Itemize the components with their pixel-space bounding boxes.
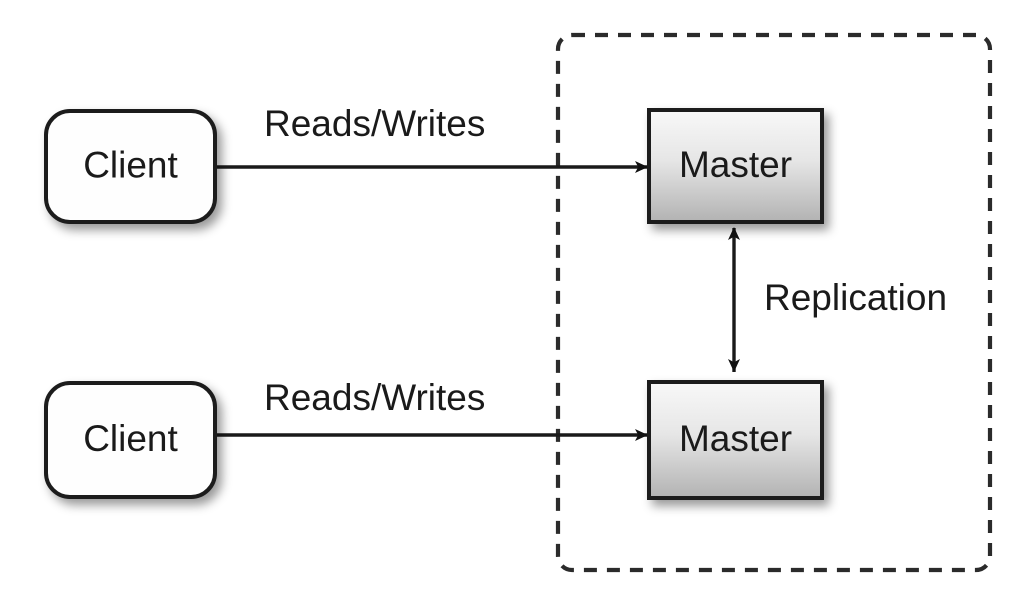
node-master-top[interactable]: Master [647,108,824,224]
replication-cluster-boundary [555,32,993,573]
edge-label-reads-writes-top: Reads/Writes [264,103,485,144]
node-client-top[interactable]: Client [44,109,217,224]
edge-label-reads-writes-bottom: Reads/Writes [264,377,485,418]
node-label-client-bottom: Client [83,418,178,459]
node-master-bottom[interactable]: Master [647,380,824,500]
edge-label-replication: Replication [764,277,947,318]
node-label-client-top: Client [83,144,178,185]
edge-client-bottom-master-bottom: Reads/Writes [214,377,648,441]
edge-client-top-master-top: Reads/Writes [214,103,648,173]
node-client-bottom[interactable]: Client [44,381,217,499]
node-label-master-top: Master [679,144,792,185]
edge-master-replication: Replication [728,227,947,372]
node-label-master-bottom: Master [679,418,792,459]
